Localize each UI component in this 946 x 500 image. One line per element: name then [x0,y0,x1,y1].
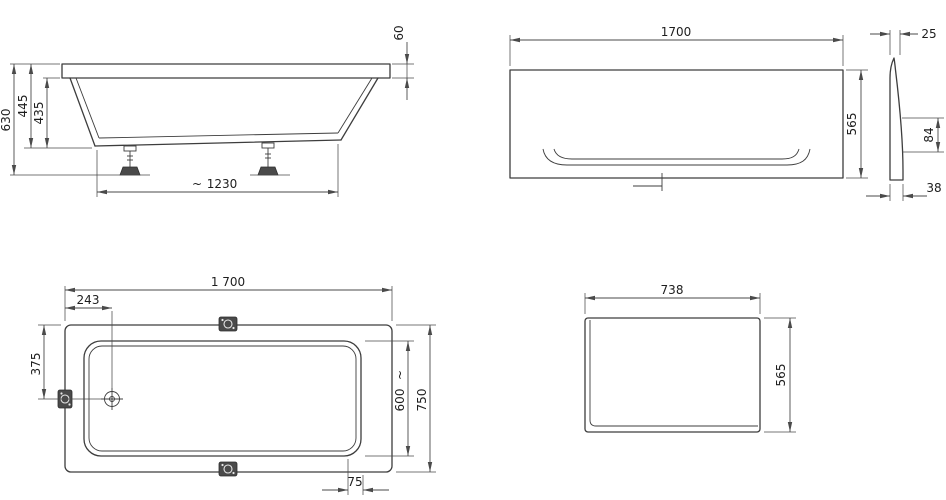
front-panel-view: 1700 565 25 84 38 [509,25,944,201]
dim-total-height: 630 [0,109,13,132]
dim-inner-width-approx-mark: ~ [393,370,407,380]
panel-profile-section: 25 84 38 [866,27,944,201]
dim-end-panel-width: 738 [661,283,684,297]
end-panel-view: 738 565 [584,283,796,433]
dim-end-panel-height: 565 [774,364,788,387]
dim-feet-span-approx-mark: ~ [192,177,202,191]
dim-feet-span: 1230 [207,177,238,191]
dim-inner-depth: 435 [32,102,46,125]
bracket-top [218,316,238,332]
dim-drain-offset-y: 375 [29,353,43,376]
dim-end-offset: 75 [347,475,362,489]
tub-foot-left [119,145,141,176]
dim-inner-width: 600 [393,389,407,412]
side-elevation-view: 630 445 435 60 ~ 1230 [0,25,414,197]
dim-rim-height: 60 [392,25,406,40]
dim-profile-foot: 84 [922,127,936,142]
dim-panel-height: 565 [845,113,859,136]
tub-foot-right [257,142,279,176]
dim-plan-length: 1 700 [211,275,245,289]
dim-drain-offset-x: 243 [77,293,100,307]
end-panel-outline [584,317,761,433]
tub-rim-profile [61,63,391,79]
drain [101,388,123,410]
basin-rim-inner [88,345,357,452]
plan-view: 1 700 243 375 750 ~ 600 75 [29,275,436,495]
dim-panel-width: 1700 [661,25,692,39]
dim-plan-width: 750 [415,389,429,412]
front-panel-outline [509,69,844,179]
bracket-bottom [218,461,238,477]
basin-rim-outer [83,340,362,457]
dim-profile-base: 38 [926,181,941,195]
dim-shell-height: 445 [16,95,30,118]
dim-profile-top: 25 [921,27,936,41]
